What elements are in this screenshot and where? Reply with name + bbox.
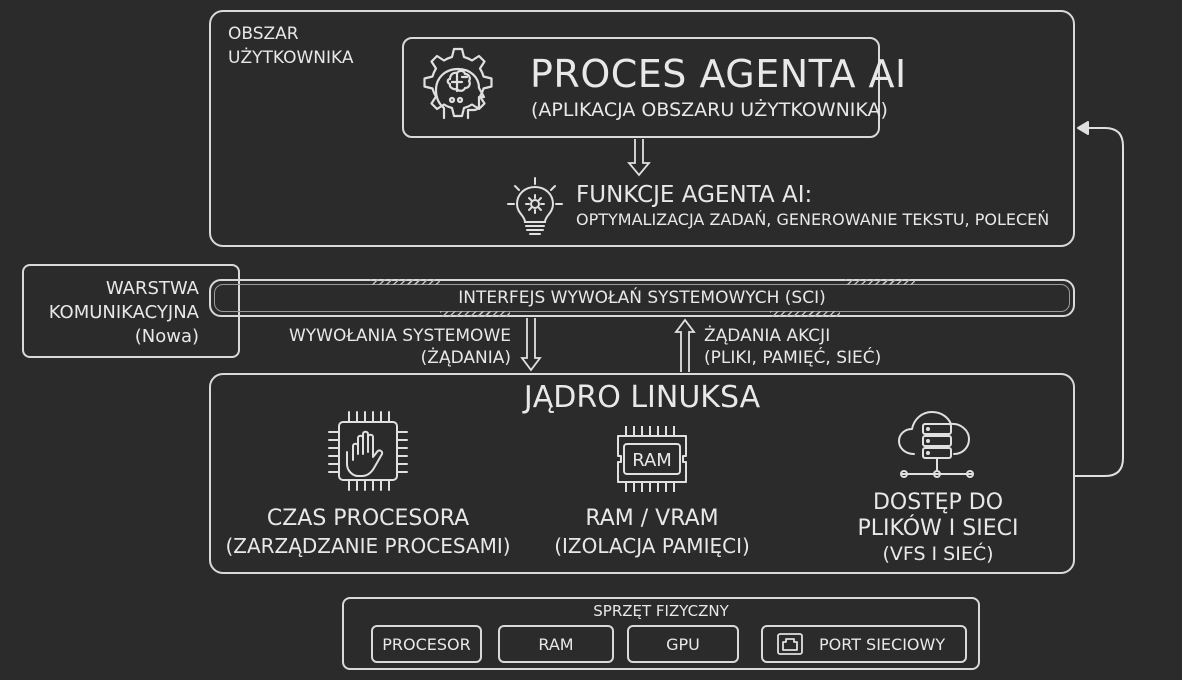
kernel-region bbox=[209, 373, 1075, 574]
cpu-time-subtitle: (ZARZĄDZANIE PROCESAMI) bbox=[225, 534, 511, 558]
agent-process-subtitle: (APLIKACJA OBSZARU UŻYTKOWNIKA) bbox=[531, 99, 888, 121]
agent-process-title: PROCES AGENTA AI bbox=[530, 52, 907, 96]
sci-hatch-left bbox=[370, 279, 440, 285]
sci-bar-inner bbox=[214, 284, 1070, 312]
syscall-label-line2: (ŻĄDANIA) bbox=[420, 348, 511, 368]
io-access-title-line2: PLIKÓW I SIECI bbox=[857, 516, 1019, 541]
sci-label: INTERFEJS WYWOŁAŃ SYSTEMOWYCH (SCI) bbox=[458, 288, 826, 308]
gear-brain-head-icon bbox=[420, 46, 496, 136]
lightbulb-gear-icon bbox=[505, 176, 565, 242]
comm-layer-line1: WARSTWA bbox=[105, 278, 199, 299]
agent-functions-description: OPTYMALIZACJA ZADAŃ, GENEROWANIE TEKSTU,… bbox=[576, 210, 1050, 229]
hardware-processor-label: PROCESOR bbox=[382, 634, 471, 654]
hardware-gpu: GPU bbox=[627, 625, 739, 663]
action-label-line1: ŻĄDANIA AKCJI bbox=[704, 326, 831, 346]
hardware-processor: PROCESOR bbox=[371, 625, 482, 663]
comm-layer-line2: KOMUNIKACYJNA bbox=[48, 302, 199, 323]
io-access-subtitle: (VFS I SIEĆ) bbox=[882, 543, 994, 565]
sci-bar bbox=[209, 279, 1075, 317]
syscall-label-line1: WYWOŁANIA SYSTEMOWE bbox=[288, 326, 511, 346]
comm-layer-line3: (Nowa) bbox=[134, 326, 199, 347]
userspace-region bbox=[209, 10, 1075, 247]
agent-process-box bbox=[402, 37, 880, 138]
action-up-arrow-icon bbox=[674, 318, 696, 376]
action-label-line2: (PLIKI, PAMIĘĆ, SIEĆ) bbox=[704, 348, 882, 368]
hardware-region bbox=[342, 597, 980, 670]
cpu-time-title: CZAS PROCESORA bbox=[266, 506, 470, 531]
feedback-loop-arrow-icon bbox=[1074, 118, 1134, 486]
ram-chip-label: RAM bbox=[632, 450, 672, 471]
syscall-down-arrow-icon bbox=[520, 318, 542, 376]
userspace-label-line1: OBSZAR bbox=[228, 24, 299, 44]
hardware-title: SPRZĘT FIZYCZNY bbox=[593, 602, 729, 620]
hardware-ram: RAM bbox=[498, 625, 614, 663]
cpu-hand-icon bbox=[327, 410, 409, 498]
down-arrow-icon bbox=[627, 139, 651, 181]
ethernet-port-icon bbox=[777, 633, 803, 655]
sci-hatch-bottom-left bbox=[440, 311, 510, 317]
hardware-gpu-label: GPU bbox=[666, 634, 700, 654]
ram-chip-icon bbox=[612, 424, 692, 498]
ram-vram-subtitle: (IZOLACJA PAMIĘCI) bbox=[554, 534, 750, 558]
agent-functions-title: FUNKCJE AGENTA AI: bbox=[576, 182, 813, 208]
hardware-ram-label: RAM bbox=[538, 634, 574, 654]
ram-vram-title: RAM / VRAM bbox=[585, 506, 719, 531]
hardware-network-port-label: PORT SIECIOWY bbox=[819, 634, 946, 654]
userspace-label-line2: UŻYTKOWNIKA bbox=[228, 48, 354, 68]
kernel-title: JĄDRO LINUKSA bbox=[523, 380, 761, 415]
cloud-server-network-icon bbox=[896, 408, 980, 492]
sci-hatch-right bbox=[845, 279, 915, 285]
hardware-network-port: PORT SIECIOWY bbox=[761, 625, 967, 663]
sci-hatch-bottom-right bbox=[770, 311, 840, 317]
io-access-title-line1: DOSTĘP DO bbox=[872, 490, 1004, 515]
